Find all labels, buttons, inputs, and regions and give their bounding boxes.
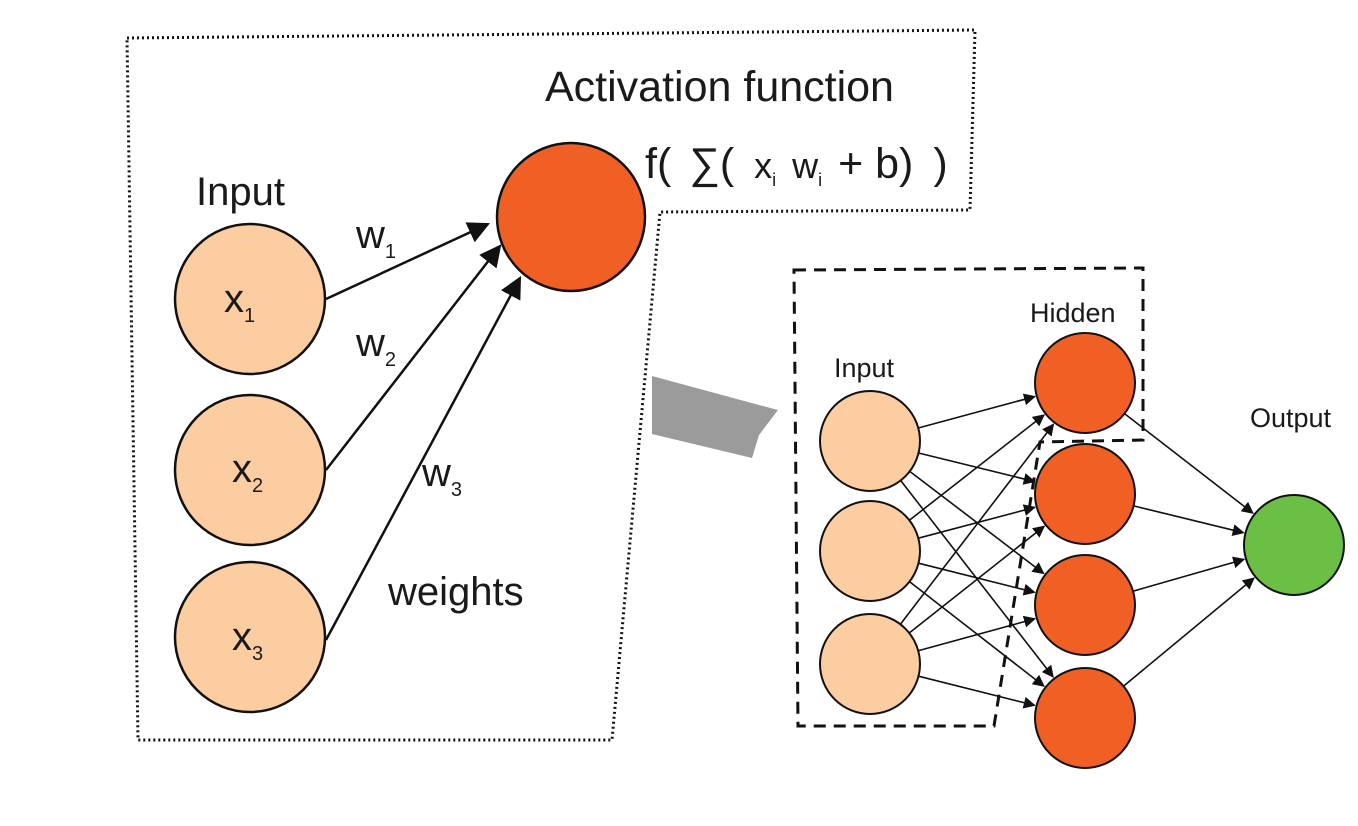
edge-hidden3-output xyxy=(1132,556,1246,592)
net-hidden-node-2 xyxy=(1034,443,1136,545)
net-output-label: Output xyxy=(1250,403,1332,433)
net-hidden-node-1 xyxy=(1034,332,1136,434)
edge-hidden4-output xyxy=(1123,577,1255,687)
net-hidden-label: Hidden xyxy=(1030,298,1116,328)
weight-label-w2: w2 xyxy=(355,321,396,371)
net-input-node-3 xyxy=(819,613,921,715)
activation-neuron xyxy=(495,141,647,293)
weights-caption: weights xyxy=(387,570,524,614)
edge-input2-hidden1 xyxy=(908,414,1045,521)
edge-input1-hidden1 xyxy=(918,393,1036,429)
input-label-x3: x3 xyxy=(232,615,263,665)
edge-hidden2-output xyxy=(1133,505,1245,536)
net-input-node-2 xyxy=(819,500,921,602)
input-heading: Input xyxy=(196,170,285,214)
input-label-x1: x1 xyxy=(224,277,255,327)
net-output-node xyxy=(1243,494,1345,596)
edge-input2-hidden4 xyxy=(908,581,1045,687)
weight-label-w3: w3 xyxy=(421,451,462,501)
input-node-x2 xyxy=(173,393,327,547)
edge-input3-hidden2 xyxy=(908,525,1046,634)
transition-arrow xyxy=(652,376,778,458)
net-input-label: Input xyxy=(834,353,895,383)
activation-formula: f( ∑( xi wi + b) ) xyxy=(645,140,948,196)
network-output-layer xyxy=(1243,494,1345,596)
weight-arrow-3 xyxy=(324,276,522,641)
network-hidden-layer xyxy=(1034,332,1136,769)
input-label-x2: x2 xyxy=(232,447,263,497)
net-input-node-1 xyxy=(819,390,921,492)
single-neuron-inputs: x1 x2 x3 xyxy=(173,222,327,714)
net-hidden-node-3 xyxy=(1034,554,1136,656)
network-input-layer xyxy=(819,390,921,715)
edge-input2-hidden2 xyxy=(918,504,1036,539)
weight-arrow-1 xyxy=(325,222,490,301)
net-hidden-node-4 xyxy=(1034,667,1136,769)
input-node-x3 xyxy=(173,560,327,714)
network-connections xyxy=(899,393,1255,709)
weight-arrows xyxy=(324,222,522,641)
edge-input3-hidden1 xyxy=(899,423,1055,625)
weight-label-w1: w1 xyxy=(355,213,396,263)
edge-input3-hidden3 xyxy=(918,615,1037,652)
input-node-x1 xyxy=(173,222,327,376)
activation-function-title: Activation function xyxy=(545,63,894,111)
edge-hidden1-output xyxy=(1124,412,1254,514)
edge-input2-hidden3 xyxy=(918,562,1036,596)
weight-arrow-2 xyxy=(325,244,502,471)
edge-input3-hidden4 xyxy=(918,675,1036,709)
